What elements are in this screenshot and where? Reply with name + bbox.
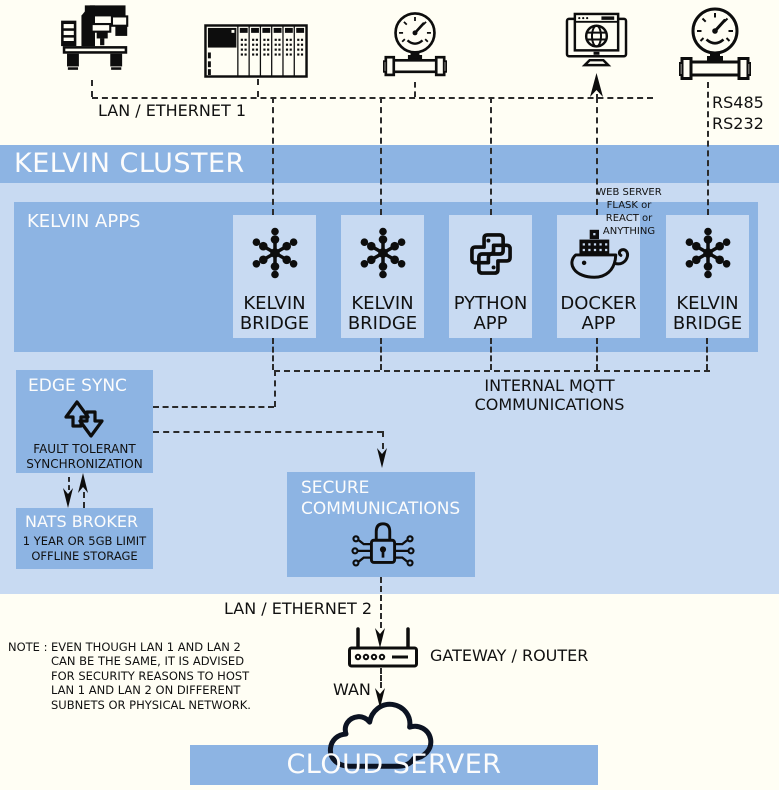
gateway-label: GATEWAY / ROUTER — [430, 646, 589, 665]
edge-sync-title: EDGE SYNC — [28, 376, 127, 396]
kelvin-bridge-icon — [252, 227, 297, 279]
docker-mqtt-line — [596, 338, 598, 370]
cluster-title: KELVIN CLUSTER — [14, 148, 245, 179]
monitor-up-arrow — [590, 73, 603, 97]
nats-title: NATS BROKER — [25, 512, 139, 531]
web-monitor-icon — [565, 12, 628, 67]
kelvin-bridge-icon — [685, 227, 730, 279]
pressure-gauge-icon — [383, 12, 447, 77]
bridge1-mqtt-line — [272, 338, 274, 370]
kelvin-cluster-band: KELVIN CLUSTER — [0, 145, 779, 183]
bridge3-mqtt-line — [706, 338, 708, 370]
note-block: NOTE : EVEN THOUGH LAN 1 AND LAN 2 CAN B… — [8, 640, 251, 712]
lan1-label: LAN / ETHERNET 1 — [98, 101, 247, 120]
edge-sync-connector-v — [274, 370, 276, 407]
python-icon — [469, 233, 512, 275]
bridge1-feed-line — [272, 97, 274, 215]
nats-in-arrow — [63, 488, 73, 508]
nats-broker-box: NATS BROKER 1 YEAR OR 5GB LIMIT OFFLINE … — [16, 508, 153, 569]
secure-title: SECURE COMMUNICATIONS — [301, 478, 461, 519]
plc-drop-line — [257, 79, 259, 97]
edge-in-arrow — [78, 473, 88, 493]
nats-edge-up-line — [83, 492, 85, 508]
edge-secure-connector-h — [153, 431, 383, 433]
secure-router-line — [380, 577, 382, 628]
cloud-in-arrow — [375, 688, 385, 708]
mqtt-bus-line — [274, 370, 710, 372]
sync-arrows-icon — [64, 400, 104, 438]
cloud-server-label: CLOUD SERVER — [286, 749, 502, 780]
bridge2-mqtt-line — [380, 338, 382, 370]
router-in-arrow — [375, 628, 385, 648]
router-icon — [348, 627, 418, 668]
edge-nats-down-line — [68, 477, 70, 490]
secure-in-arrow — [377, 448, 387, 468]
router-cloud-line — [380, 668, 382, 688]
gauge2-feed-line — [707, 82, 709, 215]
secure-communications-box: SECURE COMMUNICATIONS — [287, 472, 475, 577]
gauge1-drop-line — [414, 82, 416, 97]
nats-caption: 1 YEAR OR 5GB LIMIT OFFLINE STORAGE — [22, 534, 147, 563]
pressure-gauge-icon — [679, 7, 751, 80]
lan2-label: LAN / ETHERNET 2 — [224, 599, 373, 618]
edge-sync-connector-h — [153, 406, 274, 408]
web-server-note: WEB SERVER FLASK or REACT or ANYTHING — [596, 187, 662, 237]
cnc-drop-line — [91, 80, 93, 97]
mqtt-label: INTERNAL MQTT COMMUNICATIONS — [474, 376, 625, 414]
lan1-bus-line — [92, 97, 653, 99]
python-feed-line — [490, 97, 492, 215]
edge-sync-box: EDGE SYNC FAULT TOLERANT SYNCHRONIZATION — [16, 370, 153, 473]
cloud-icon — [327, 701, 434, 769]
python-mqtt-line — [490, 338, 492, 370]
edge-secure-connector-v — [382, 431, 384, 449]
note-lines: EVEN THOUGH LAN 1 AND LAN 2 CAN BE THE S… — [51, 640, 251, 712]
kelvin-apps-title: KELVIN APPS — [27, 211, 141, 232]
wan-label: WAN — [333, 680, 371, 699]
cnc-machine-icon — [61, 5, 129, 70]
note-label: NOTE : — [8, 640, 48, 654]
plc-rack-icon — [204, 24, 308, 78]
monitor-stub-line — [596, 94, 598, 97]
bridge2-feed-line — [380, 97, 382, 215]
rs232-label: RS232 — [712, 114, 764, 133]
lock-circuit-icon — [351, 522, 415, 567]
kelvin-bridge-icon — [360, 227, 405, 279]
edge-sync-caption: FAULT TOLERANT SYNCHRONIZATION — [26, 442, 143, 471]
rs485-label: RS485 — [712, 93, 764, 112]
docker-icon — [569, 229, 629, 279]
docker-feed-line — [596, 97, 598, 215]
